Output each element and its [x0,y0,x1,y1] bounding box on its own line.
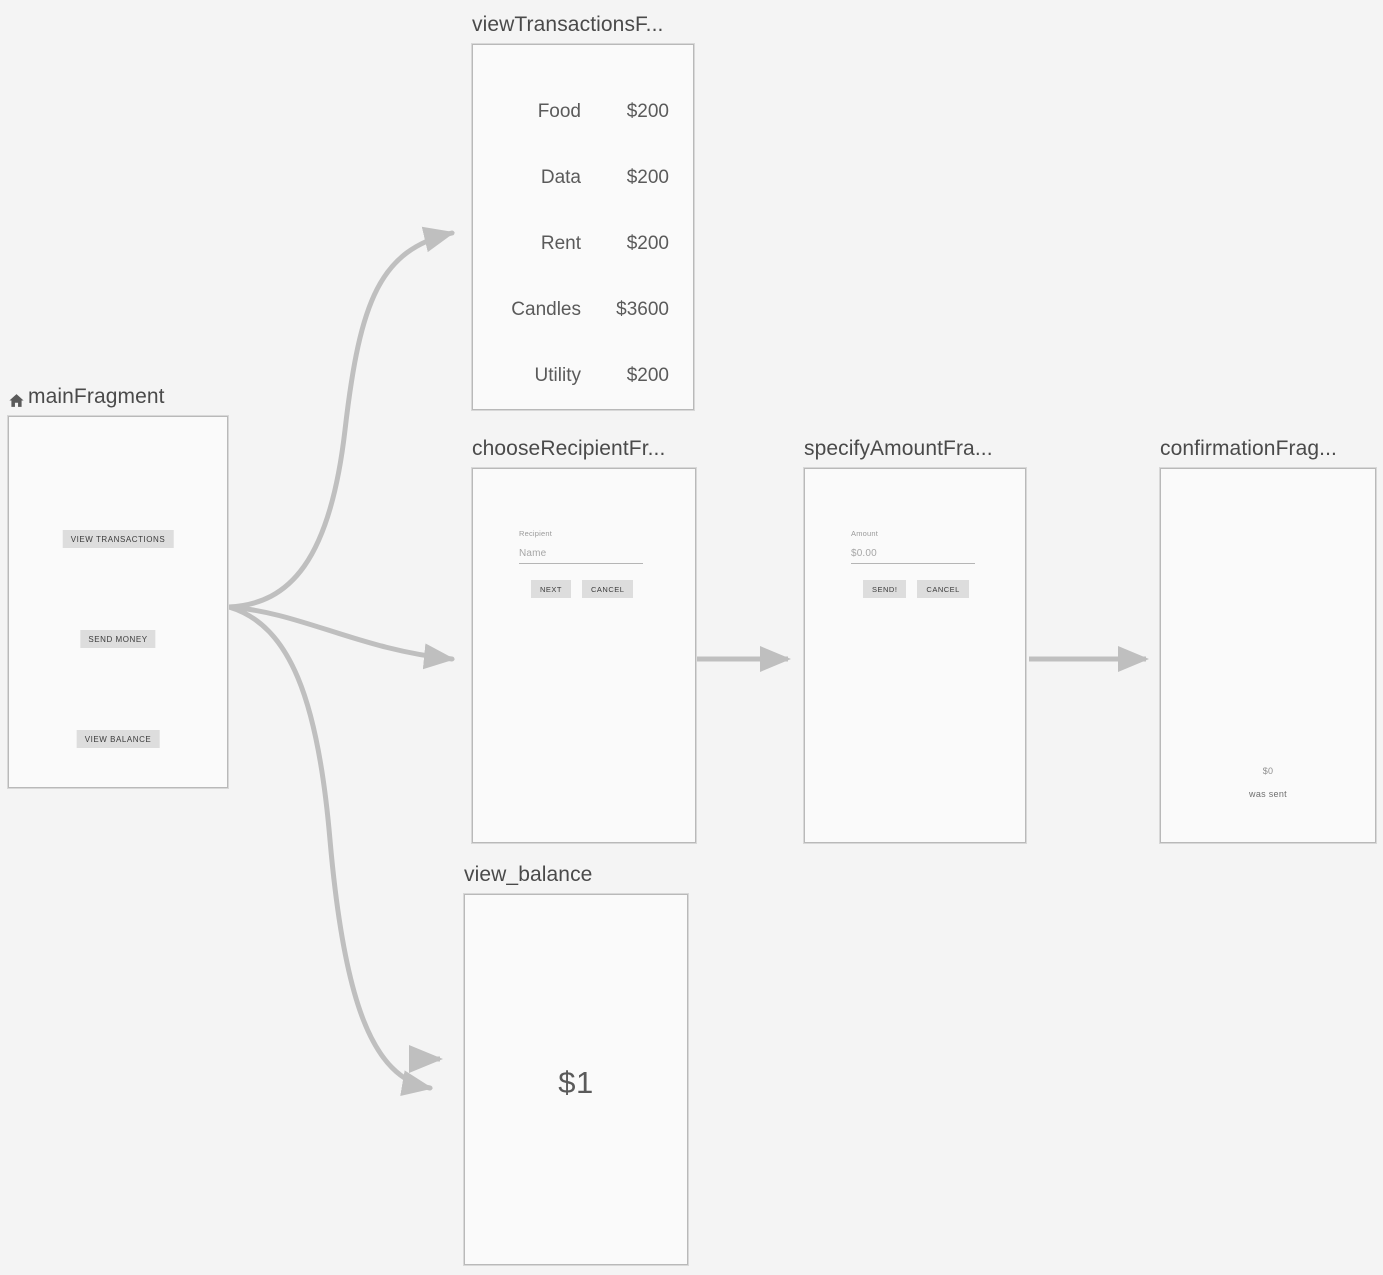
next-button[interactable]: NEXT [531,580,572,598]
node-view-transactions-label: viewTransactionsF... [472,13,664,36]
transaction-amount: $200 [626,101,669,122]
amount-field-label: Amount [851,529,879,538]
edge-main-to-view-transactions [226,226,455,610]
send-money-button[interactable]: SEND MONEY [80,630,156,648]
table-row: Candles $3600 [473,277,693,343]
edge-main-to-choose-recipient [226,604,455,670]
send-button[interactable]: SEND! [863,580,907,598]
node-view-balance-fragment[interactable]: view_balance $1 [464,862,688,1265]
specify-amount-preview[interactable]: Amount $0.00 SEND! CANCEL [804,468,1026,843]
view-transactions-button[interactable]: VIEW TRANSACTIONS [62,530,174,548]
node-choose-recipient-fragment[interactable]: chooseRecipientFr... Recipient Name NEXT… [472,436,696,843]
recipient-name-input[interactable]: Name [519,548,643,564]
confirmation-message: was sent [1249,789,1287,799]
table-row: Food $200 [473,79,693,145]
table-row: Data $200 [473,145,693,211]
view-balance-preview[interactable]: $1 [464,894,688,1265]
confirmation-amount: $0 [1262,766,1274,776]
table-row: Rent $200 [473,211,693,277]
node-specify-amount-label: specifyAmountFra... [804,437,993,460]
node-confirmation-label: confirmationFrag... [1160,437,1337,460]
confirmation-body: $0 was sent [1161,765,1375,800]
main-fragment-preview[interactable]: VIEW TRANSACTIONS SEND MONEY VIEW BALANC… [8,416,228,788]
amount-form-actions: SEND! CANCEL [851,580,991,598]
transaction-category: Rent [540,233,581,254]
recipient-form-actions: NEXT CANCEL [519,580,659,598]
transaction-amount: $3600 [616,299,669,320]
transaction-category: Food [537,101,581,122]
node-main-fragment-title: mainFragment [28,385,165,408]
balance-amount: $1 [558,1065,594,1100]
transaction-category: Data [540,167,581,188]
view-balance-button[interactable]: VIEW BALANCE [76,730,160,748]
recipient-field-label: Recipient [519,529,553,538]
transaction-amount: $200 [626,167,669,188]
node-view-transactions-fragment[interactable]: viewTransactionsF... Food $200 Data $200… [472,12,694,410]
node-main-fragment[interactable]: mainFragment VIEW TRANSACTIONS SEND MONE… [8,384,228,788]
amount-form: Amount $0.00 SEND! CANCEL [851,529,991,598]
choose-recipient-preview[interactable]: Recipient Name NEXT CANCEL [472,468,696,843]
transaction-category: Utility [534,365,581,386]
edge-main-to-view-balance [226,604,433,1097]
transaction-amount: $200 [626,233,669,254]
cancel-button[interactable]: CANCEL [917,580,969,598]
node-view-balance-label: view_balance [464,863,593,886]
cancel-button[interactable]: CANCEL [582,580,634,598]
node-main-fragment-label: mainFragment [8,384,228,410]
recipient-form: Recipient Name NEXT CANCEL [519,529,659,598]
transactions-list: Food $200 Data $200 Rent $200 Candles $3… [473,79,693,409]
confirmation-preview[interactable]: $0 was sent [1160,468,1376,843]
node-choose-recipient-label: chooseRecipientFr... [472,437,666,460]
node-specify-amount-fragment[interactable]: specifyAmountFra... Amount $0.00 SEND! C… [804,436,1026,843]
home-icon [8,390,25,407]
table-row: Utility $200 [473,343,693,409]
amount-input[interactable]: $0.00 [851,548,975,564]
view-transactions-preview[interactable]: Food $200 Data $200 Rent $200 Candles $3… [472,44,694,410]
transaction-category: Candles [511,299,581,320]
node-confirmation-fragment[interactable]: confirmationFrag... $0 was sent [1160,436,1376,843]
transaction-amount: $200 [626,365,669,386]
